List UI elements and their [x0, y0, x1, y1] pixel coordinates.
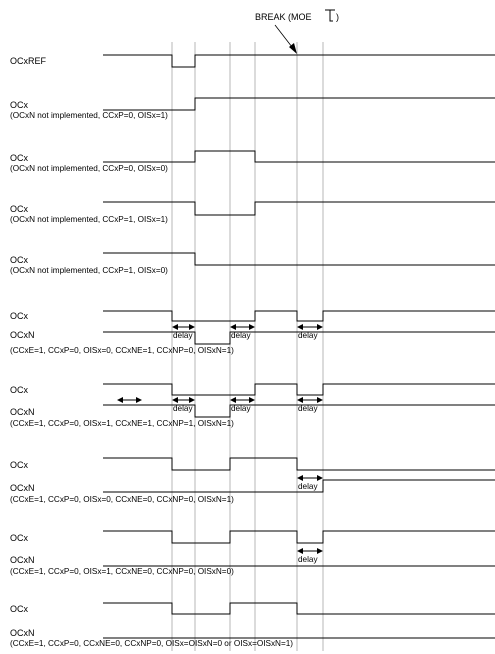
- waveforms: [103, 54, 495, 639]
- pair-4-delay-3-label: delay: [298, 555, 318, 564]
- pair-5-ocx-waveform: [103, 602, 495, 615]
- pair-1-delay-3-right-arrow-icon: [317, 324, 323, 330]
- signal-4-waveform: [103, 201, 495, 216]
- pair-1-delay-1-right-arrow-icon: [189, 324, 195, 330]
- pair-1-ocx-label: OCx: [10, 311, 29, 321]
- pair-2-ocxn-label: OCxN: [10, 407, 35, 417]
- pair-2-caption: (CCxE=1, CCxP=0, OISx=1, CCxNE=1, CCxNP=…: [10, 419, 234, 428]
- pair-2-delay-1-label: delay: [173, 404, 193, 413]
- pair-4-ocxn-label: OCxN: [10, 555, 35, 565]
- pair-4-delay-3-left-arrow-icon: [297, 548, 303, 554]
- pair-3-delay-3-left-arrow-icon: [297, 475, 303, 481]
- break-arrow-icon: [289, 43, 297, 54]
- pair-2-delay-2-label: delay: [231, 404, 251, 413]
- break-label-close: ): [336, 12, 339, 22]
- pair-2-ocxn-waveform: [103, 404, 495, 418]
- signal-2-label: OCx: [10, 100, 29, 110]
- signal-1-waveform: [103, 54, 495, 68]
- pair-2-delay-2-left-arrow-icon: [230, 397, 236, 403]
- pair-2-ocx-label: OCx: [10, 385, 29, 395]
- moe-falling-edge-icon: [326, 9, 333, 22]
- signal-1-label: OCxREF: [10, 56, 47, 66]
- signal-2-caption: (OCxN not implemented, CCxP=0, OISx=1): [10, 111, 168, 120]
- signal-5-waveform: [103, 252, 495, 266]
- pair-4-caption: (CCxE=1, CCxP=0, OISx=1, CCxNE=0, CCxNP=…: [10, 567, 234, 576]
- pair-3-ocxn-waveform: [103, 479, 495, 493]
- pair-1-ocxn-waveform: [103, 331, 495, 345]
- pair-1-delay-3-label: delay: [298, 331, 318, 340]
- pair-1-delay-2-left-arrow-icon: [230, 324, 236, 330]
- pair-5-ocx-label: OCx: [10, 604, 29, 614]
- signal-5-caption: (OCxN not implemented, CCxP=1, OISx=0): [10, 266, 168, 275]
- pair-1-delay-1-left-arrow-icon: [172, 324, 178, 330]
- signal-3-waveform: [103, 150, 495, 163]
- pair-5-ocxn-label: OCxN: [10, 628, 35, 638]
- break-marker: BREAK (MOE ): [255, 9, 339, 54]
- pair-1-delay-2-label: delay: [231, 331, 251, 340]
- signal-3-caption: (OCxN not implemented, CCxP=0, OISx=0): [10, 164, 168, 173]
- signal-4-caption: (OCxN not implemented, CCxP=1, OISx=1): [10, 215, 168, 224]
- pair-3-caption: (CCxE=1, CCxP=0, OISx=0, CCxNE=0, CCxNP=…: [10, 495, 234, 504]
- pair-5-caption: (CCxE=1, CCxP=0, CCxNE=0, CCxNP=0, OISx=…: [10, 639, 293, 648]
- signal-2-waveform: [103, 97, 495, 111]
- break-label: BREAK (MOE: [255, 12, 312, 22]
- signal-4-label: OCx: [10, 204, 29, 214]
- pair-2-delay-1-left-arrow-icon: [172, 397, 178, 403]
- pair-4-delay-3-right-arrow-icon: [317, 548, 323, 554]
- pair-2-pre-delay-right-arrow-icon: [136, 397, 142, 403]
- pair-1-ocx-waveform: [103, 310, 495, 322]
- pair-1-delay-2-right-arrow-icon: [249, 324, 255, 330]
- pair-1-delay-1-label: delay: [173, 331, 193, 340]
- pair-4-ocx-waveform: [103, 530, 495, 544]
- pair-2-delay-3-left-arrow-icon: [297, 397, 303, 403]
- pair-2-delay-1-right-arrow-icon: [189, 397, 195, 403]
- signal-3-label: OCx: [10, 153, 29, 163]
- pair-2-delay-3-right-arrow-icon: [317, 397, 323, 403]
- pair-4-ocx-label: OCx: [10, 533, 29, 543]
- time-guide-lines: [171, 42, 324, 651]
- break-pointer-line: [274, 24, 293, 48]
- pair-3-delay-3-label: delay: [298, 482, 318, 491]
- pair-2-ocx-waveform: [103, 383, 495, 396]
- pair-3-delay-3-right-arrow-icon: [317, 475, 323, 481]
- pair-3-ocx-waveform: [103, 457, 495, 471]
- pair-3-ocxn-label: OCxN: [10, 483, 35, 493]
- pair-2-delay-2-right-arrow-icon: [249, 397, 255, 403]
- pair-2-pre-delay-left-arrow-icon: [117, 397, 123, 403]
- pair-1-caption: (CCxE=1, CCxP=0, OISx=0, CCxNE=1, CCxNP=…: [10, 346, 234, 355]
- pair-2-delay-3-label: delay: [298, 404, 318, 413]
- pair-3-ocx-label: OCx: [10, 460, 29, 470]
- pair-1-ocxn-label: OCxN: [10, 330, 35, 340]
- pair-1-delay-3-left-arrow-icon: [297, 324, 303, 330]
- signal-5-label: OCx: [10, 255, 29, 265]
